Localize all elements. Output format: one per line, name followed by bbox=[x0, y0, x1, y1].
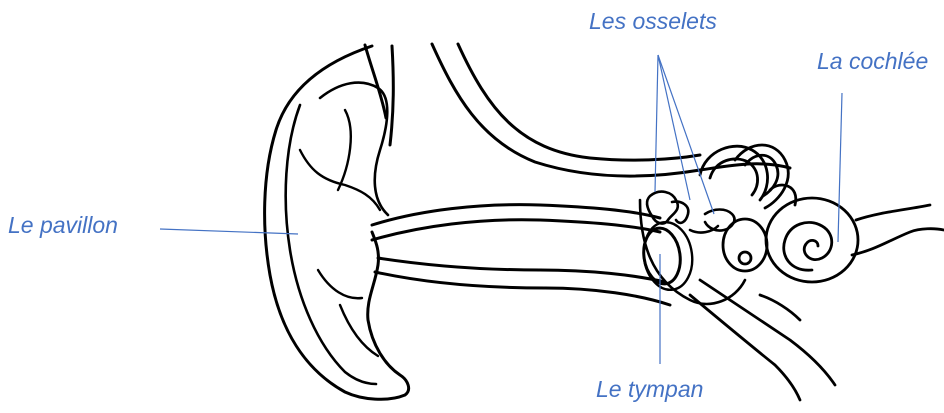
label-pavillon: Le pavillon bbox=[8, 214, 118, 237]
leader-lines bbox=[160, 55, 842, 364]
label-cochlee: La cochlée bbox=[817, 50, 928, 73]
pavillon-leader-line bbox=[160, 229, 298, 234]
osselets-leader-line-1 bbox=[655, 55, 658, 192]
osselets-leader-line-3 bbox=[658, 55, 714, 214]
cochlee-leader-line bbox=[838, 93, 842, 242]
inner-ear-shape bbox=[690, 145, 944, 400]
skull-outline bbox=[365, 44, 790, 176]
ear-canal-outline bbox=[372, 205, 670, 305]
label-tympan: Le tympan bbox=[596, 378, 703, 401]
label-osselets: Les osselets bbox=[589, 10, 717, 33]
pinna-outline bbox=[265, 46, 409, 399]
ossicles-shape bbox=[640, 192, 745, 304]
osselets-leader-line-2 bbox=[658, 55, 690, 200]
